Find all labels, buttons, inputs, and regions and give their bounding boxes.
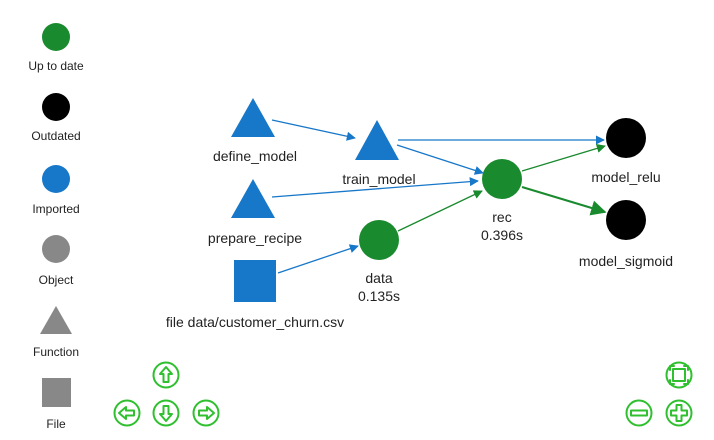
legend-item-object: Object	[39, 235, 74, 287]
object-circle-icon	[606, 200, 646, 240]
edge-rec-model-sigmoid	[521, 185, 607, 216]
pan-up-icon	[152, 361, 180, 389]
function-triangle-icon	[231, 179, 275, 218]
minus-sign	[630, 409, 648, 417]
legend-label: Imported	[32, 202, 79, 216]
node-time: 0.135s	[358, 288, 400, 304]
node-label: train_model	[342, 171, 415, 187]
pan-down-icon	[152, 399, 180, 427]
node-label: prepare_recipe	[208, 230, 302, 246]
node-label: model_sigmoid	[579, 253, 673, 269]
function-triangle-icon	[231, 98, 275, 137]
edge-rec-model-relu	[521, 144, 606, 172]
navigation-controls	[113, 361, 693, 427]
fit-corners	[669, 365, 689, 385]
edge-train-model-rec	[396, 144, 484, 175]
zoom-out-icon	[625, 399, 653, 427]
pan-down-button[interactable]	[152, 399, 180, 427]
node-model-relu[interactable]: model_relu	[591, 118, 661, 185]
pan-up-button[interactable]	[152, 361, 180, 389]
node-train-model[interactable]: train_model	[342, 120, 416, 187]
object-circle-icon	[359, 220, 399, 260]
node-label: file data/customer_churn.csv	[166, 314, 344, 330]
legend-label: Function	[33, 345, 79, 359]
legend-item-up-to-date: Up to date	[28, 23, 84, 73]
node-label: define_model	[213, 148, 297, 164]
node-model-sigmoid[interactable]: model_sigmoid	[579, 200, 673, 269]
pan-left-arrow	[118, 406, 135, 420]
outdated-swatch-icon	[42, 93, 70, 121]
object-circle-icon	[606, 118, 646, 158]
legend-item-outdated: Outdated	[31, 93, 81, 143]
edges	[271, 119, 607, 274]
edge-prepare-recipe-rec	[271, 177, 479, 198]
fit-frame	[672, 368, 686, 382]
pan-left-icon	[113, 399, 141, 427]
node-label: model_relu	[591, 169, 660, 185]
zoom-out-button[interactable]	[625, 399, 653, 427]
pan-up-arrow	[159, 366, 173, 383]
legend-label: Up to date	[28, 59, 84, 73]
node-rec[interactable]: rec 0.396s	[481, 159, 523, 243]
edge-file-data	[277, 244, 359, 274]
pan-left-button[interactable]	[113, 399, 141, 427]
function-triangle-icon	[355, 120, 399, 160]
edge-define-model-train-model	[271, 119, 356, 141]
legend-label: Outdated	[31, 129, 80, 143]
pan-right-button[interactable]	[192, 399, 220, 427]
node-label: rec	[492, 209, 511, 225]
up-to-date-swatch-icon	[42, 23, 70, 51]
legend-label: File	[46, 417, 66, 431]
object-swatch-icon	[42, 235, 70, 263]
legend-item-imported: Imported	[32, 165, 80, 216]
legend-item-function: Function	[33, 306, 79, 359]
node-label: data	[365, 270, 392, 286]
imported-swatch-icon	[42, 165, 70, 193]
file-square-icon	[234, 260, 276, 302]
pan-right-icon	[192, 399, 220, 427]
plus-sign	[670, 404, 688, 422]
pan-down-arrow	[159, 405, 173, 422]
node-time: 0.396s	[481, 227, 523, 243]
function-triangle-icon	[40, 306, 72, 334]
node-data[interactable]: data 0.135s	[358, 220, 400, 304]
object-circle-icon	[482, 159, 522, 199]
fit-to-screen-button[interactable]	[665, 361, 693, 389]
node-file-data[interactable]: file data/customer_churn.csv	[166, 260, 344, 330]
node-prepare-recipe[interactable]: prepare_recipe	[208, 179, 302, 246]
legend-label: Object	[39, 273, 74, 287]
zoom-in-button[interactable]	[665, 399, 693, 427]
pan-right-arrow	[198, 406, 215, 420]
edge-data-rec	[397, 190, 483, 232]
legend-item-file: File	[42, 378, 71, 431]
zoom-in-icon	[665, 399, 693, 427]
node-define-model[interactable]: define_model	[213, 98, 297, 164]
legend: Up to date Outdated Imported Object Func…	[28, 23, 84, 431]
file-square-icon	[42, 378, 71, 407]
